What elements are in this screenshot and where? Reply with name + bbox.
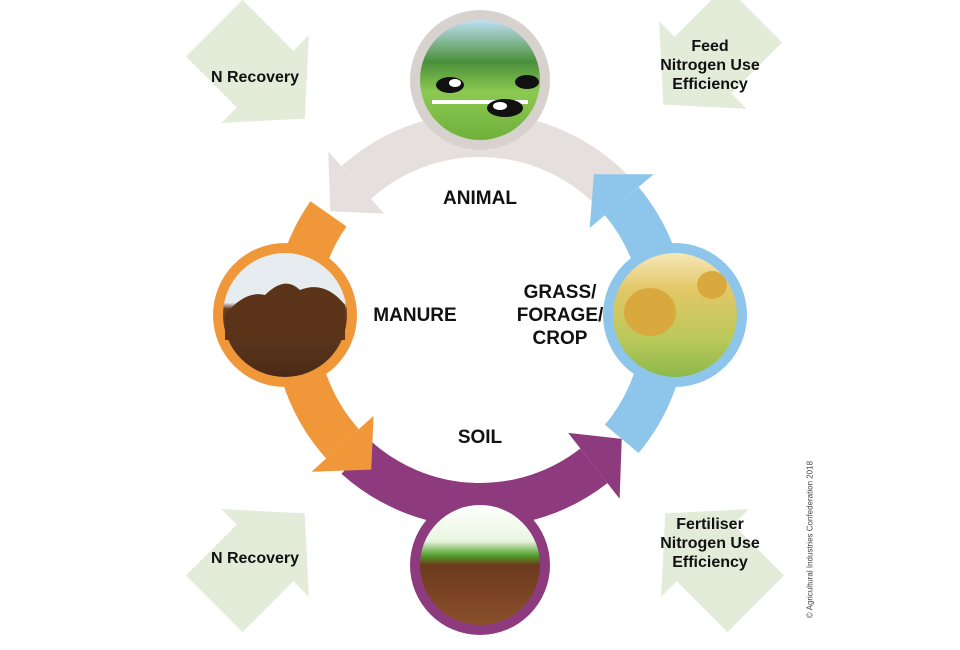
callout-n-recovery-bottom: N Recovery	[210, 550, 300, 567]
callout-line: Fertiliser	[676, 516, 744, 533]
grass-line: GRASS/	[523, 282, 597, 303]
arc-manure-to-soil-arrowhead	[311, 415, 374, 472]
callout-line: Efficiency	[672, 554, 748, 572]
node-manure-image	[213, 243, 357, 387]
callout-line: Nitrogen Use	[660, 535, 760, 553]
callout-feed-nue: Feed Nitrogen Use Efficiency	[650, 37, 770, 95]
callout-n-recovery-top: N Recovery	[210, 69, 300, 86]
callout-arrow-top-right	[659, 0, 783, 109]
node-grass-image	[603, 243, 747, 387]
callout-line: Feed	[691, 38, 729, 55]
node-animal-image	[410, 10, 550, 150]
node-label-soil: SOIL	[457, 427, 503, 448]
callout-arrow-bottom-right	[661, 509, 785, 633]
node-label-manure: MANURE	[373, 305, 457, 326]
callout-line: Nitrogen Use	[660, 57, 760, 75]
arc-grass-to-animal-arrowhead	[589, 174, 654, 228]
callout-line: Efficiency	[672, 76, 748, 94]
grass-line: FORAGE/	[516, 304, 604, 326]
callout-arrow-bottom-left	[185, 509, 309, 633]
callout-fertiliser-nue: Fertiliser Nitrogen Use Efficiency	[650, 515, 770, 573]
copyright-text: © Agricultural Industries Confederation …	[805, 460, 815, 619]
node-label-grass: GRASS/ FORAGE/ CROP	[510, 282, 610, 350]
node-soil-image	[410, 495, 550, 635]
grass-line: CROP	[532, 327, 588, 349]
arc-animal-to-manure-arrowhead	[328, 151, 385, 214]
arc-soil-to-grass-arrowhead	[568, 432, 622, 499]
callout-arrow-top-left	[185, 0, 309, 123]
node-label-animal: ANIMAL	[443, 188, 517, 209]
